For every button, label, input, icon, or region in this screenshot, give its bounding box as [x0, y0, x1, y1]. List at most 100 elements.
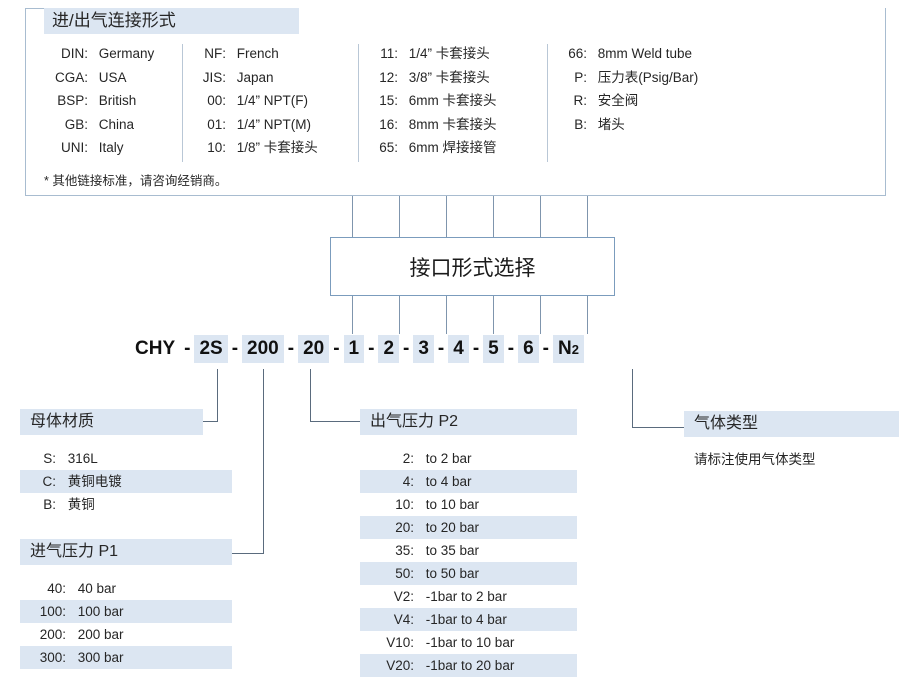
option-row: UNI: Italy: [46, 136, 154, 160]
code-segment-iface-4[interactable]: 4: [448, 335, 469, 363]
code-gas-base: N: [557, 338, 572, 359]
option-value: 3/8” 卡套接头: [408, 69, 490, 85]
option-value: 1/4” NPT(M): [236, 116, 312, 132]
option-key: NF:: [204, 46, 226, 61]
outlet-pressure-key: 2:: [402, 451, 414, 466]
code-dash: -: [507, 338, 515, 359]
outlet-pressure-key: V20:: [386, 658, 414, 673]
leader-p1-horizontal: [232, 553, 264, 554]
outlet-pressure-value: -1bar to 4 bar: [425, 612, 507, 627]
option-row: 10: 1/8” 卡套接头: [196, 136, 318, 160]
connector-top-to-center-6: [587, 196, 588, 237]
option-value: 8mm 卡套接头: [408, 116, 497, 132]
outlet-pressure-item: 20: to 20 bar: [360, 516, 577, 539]
material-group-title: 母体材质: [20, 409, 203, 435]
option-value: 1/4” NPT(F): [236, 93, 309, 108]
code-dash: -: [368, 338, 375, 359]
code-segment-prefix[interactable]: CHY: [135, 338, 176, 359]
outlet-pressure-item: 35: to 35 bar: [360, 539, 577, 562]
connection-option-column-1: DIN: Germany CGA: USA BSP: British GB: C…: [46, 42, 154, 160]
connector-top-to-center-3: [446, 196, 447, 237]
outlet-pressure-item: V4: -1bar to 4 bar: [360, 608, 577, 631]
option-key: CGA:: [54, 69, 88, 85]
option-key: 11:: [380, 46, 398, 61]
connector-top-to-center-2: [399, 196, 400, 237]
outlet-pressure-group-title: 出气压力 P2: [360, 409, 577, 435]
option-key: P:: [574, 69, 587, 85]
outlet-pressure-item: 10: to 10 bar: [360, 493, 577, 516]
material-item: C: 黄铜电镀: [20, 470, 232, 493]
connection-type-footnote: * 其他链接标准，请咨询经销商。: [44, 174, 228, 188]
material-item-value: 黄铜: [67, 497, 95, 512]
connector-top-to-center-5: [540, 196, 541, 237]
code-segment-iface-1[interactable]: 1: [343, 335, 365, 363]
connector-center-to-digit-2: [399, 296, 400, 334]
code-segment-material[interactable]: 2S: [194, 335, 228, 363]
outlet-pressure-key: 20:: [395, 520, 414, 535]
option-value: Italy: [98, 140, 124, 155]
outlet-pressure-key: V10:: [386, 635, 414, 650]
option-row: CGA: USA: [46, 66, 154, 90]
connector-center-to-digit-5: [540, 296, 541, 334]
gas-type-note: 请标注使用气体类型: [694, 452, 816, 467]
option-row: R: 安全阀: [561, 89, 698, 113]
outlet-pressure-item: 2: to 2 bar: [360, 447, 577, 470]
outlet-pressure-item: 50: to 50 bar: [360, 562, 577, 585]
option-key: 12:: [379, 69, 398, 85]
top-panel-leader-stub: [25, 8, 47, 9]
connector-center-to-digit-1: [352, 296, 353, 334]
option-row: 15: 6mm 卡套接头: [372, 89, 497, 113]
option-row: GB: China: [46, 113, 154, 137]
option-value: 压力表(Psig/Bar): [597, 69, 699, 85]
code-segment-gas[interactable]: N2: [552, 335, 584, 363]
option-key: JIS:: [202, 69, 226, 85]
option-row: 16: 8mm 卡套接头: [372, 113, 497, 137]
option-value: British: [98, 93, 137, 108]
inlet-pressure-key: 40:: [47, 581, 66, 596]
gas-type-group-title: 气体类型: [684, 411, 899, 437]
connection-option-column-3: 11: 1/4” 卡套接头 12: 3/8” 卡套接头 15: 6mm 卡套接头…: [372, 42, 497, 160]
code-segment-iface-5[interactable]: 5: [483, 335, 504, 363]
inlet-pressure-item: 300: 300 bar: [20, 646, 232, 669]
outlet-pressure-value: -1bar to 20 bar: [425, 658, 515, 673]
option-value: Germany: [98, 46, 155, 61]
option-row: P: 压力表(Psig/Bar): [561, 66, 698, 90]
outlet-pressure-value: to 4 bar: [425, 474, 472, 489]
option-row: 12: 3/8” 卡套接头: [372, 66, 497, 90]
inlet-pressure-value: 100 bar: [77, 604, 124, 619]
outlet-pressure-value: to 10 bar: [425, 497, 480, 512]
inlet-pressure-key: 300:: [39, 650, 66, 665]
option-row: 65: 6mm 焊接接管: [372, 136, 496, 160]
code-segment-iface-6[interactable]: 6: [518, 335, 539, 363]
connection-option-column-4: 66: 8mm Weld tube P: 压力表(Psig/Bar) R: 安全…: [561, 42, 698, 136]
material-group-list: S: 316L C: 黄铜电镀 B: 黄铜: [20, 447, 232, 516]
leader-material-horizontal: [200, 421, 218, 422]
option-row: 66: 8mm Weld tube: [561, 42, 698, 66]
option-value: French: [236, 46, 279, 61]
inlet-pressure-group-title: 进气压力 P1: [20, 539, 232, 565]
code-segment-iface-2[interactable]: 2: [378, 335, 400, 363]
material-item: S: 316L: [20, 447, 232, 470]
option-key: B:: [574, 116, 587, 132]
option-key: 01:: [207, 116, 226, 132]
option-key: 16:: [379, 116, 398, 132]
option-row: 11: 1/4” 卡套接头: [372, 42, 497, 66]
material-item-value: 316L: [67, 451, 98, 466]
outlet-pressure-item: V2: -1bar to 2 bar: [360, 585, 577, 608]
connector-top-to-center-1: [352, 196, 353, 237]
option-row: B: 堵头: [561, 113, 698, 137]
inlet-pressure-value: 40 bar: [77, 581, 117, 596]
code-segment-p1[interactable]: 200: [242, 335, 284, 363]
option-value: Japan: [236, 69, 274, 85]
outlet-pressure-key: 35:: [395, 543, 414, 558]
option-key: 15:: [379, 93, 398, 108]
code-segment-iface-3[interactable]: 3: [413, 335, 434, 363]
option-value: 6mm 卡套接头: [408, 93, 497, 108]
interface-type-selection-box[interactable]: 接口形式选择: [330, 237, 615, 296]
connector-center-to-digit-3: [446, 296, 447, 334]
inlet-pressure-key: 100:: [39, 604, 66, 619]
connection-type-panel-title: 进/出气连接形式: [44, 8, 299, 34]
code-segment-p2[interactable]: 20: [298, 335, 330, 363]
outlet-pressure-value: -1bar to 2 bar: [425, 589, 507, 604]
leader-p1-vertical: [263, 369, 264, 553]
